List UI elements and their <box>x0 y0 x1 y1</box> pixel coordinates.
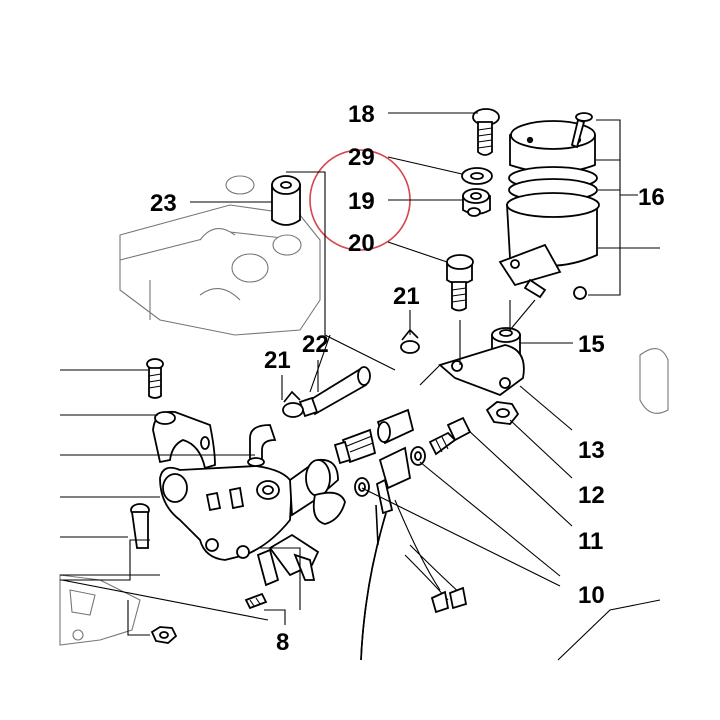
pivot-pin <box>130 503 150 549</box>
washer-29 <box>461 167 493 185</box>
banjo-bolt-11 <box>428 416 472 456</box>
callout-22: 22 <box>302 331 329 358</box>
callout-13: 13 <box>578 437 605 464</box>
grommet-19 <box>462 188 491 217</box>
callout-23: 23 <box>150 190 177 217</box>
switch-fitting <box>333 428 377 465</box>
sealing-washer-10b <box>354 477 370 497</box>
cap-fitting <box>376 408 415 445</box>
bracket-13 <box>438 344 525 397</box>
callout-19: 19 <box>348 188 375 215</box>
hose-clamp-21-upper <box>400 328 420 354</box>
handlebar-clamp-ghost <box>119 175 321 336</box>
reservoir-screw <box>570 112 593 149</box>
callout-21-upper: 21 <box>393 283 420 310</box>
reservoir-16 <box>498 120 600 300</box>
nut-lower <box>150 626 178 644</box>
wire-connectors <box>404 544 468 614</box>
leader-lines <box>60 112 661 661</box>
callout-8: 8 <box>276 629 289 656</box>
bolt-20 <box>446 254 474 312</box>
hose-clamp-21-lower <box>282 390 304 418</box>
master-cylinder <box>159 458 346 561</box>
callout-18: 18 <box>348 101 375 128</box>
clamp-screw <box>146 358 164 399</box>
screw-18 <box>472 108 500 156</box>
callout-15: 15 <box>578 331 605 358</box>
callout-29: 29 <box>348 144 375 171</box>
callout-16: 16 <box>638 184 665 211</box>
nut-12 <box>485 401 520 425</box>
switch-screw-8 <box>244 592 268 610</box>
callout-21-lower: 21 <box>264 347 291 374</box>
sealing-washer-10a <box>410 446 426 466</box>
brake-line <box>360 499 441 661</box>
callout-12: 12 <box>578 482 605 509</box>
bushing-23 <box>271 175 301 226</box>
clamp-cap <box>152 410 216 470</box>
callout-20: 20 <box>348 230 375 257</box>
callout-10: 10 <box>578 582 605 609</box>
brake-line-fitting <box>375 446 412 515</box>
elbow-fitting <box>247 424 277 467</box>
reference-lines <box>60 171 536 636</box>
callout-11: 11 <box>578 528 603 555</box>
right-ghost <box>639 348 669 414</box>
